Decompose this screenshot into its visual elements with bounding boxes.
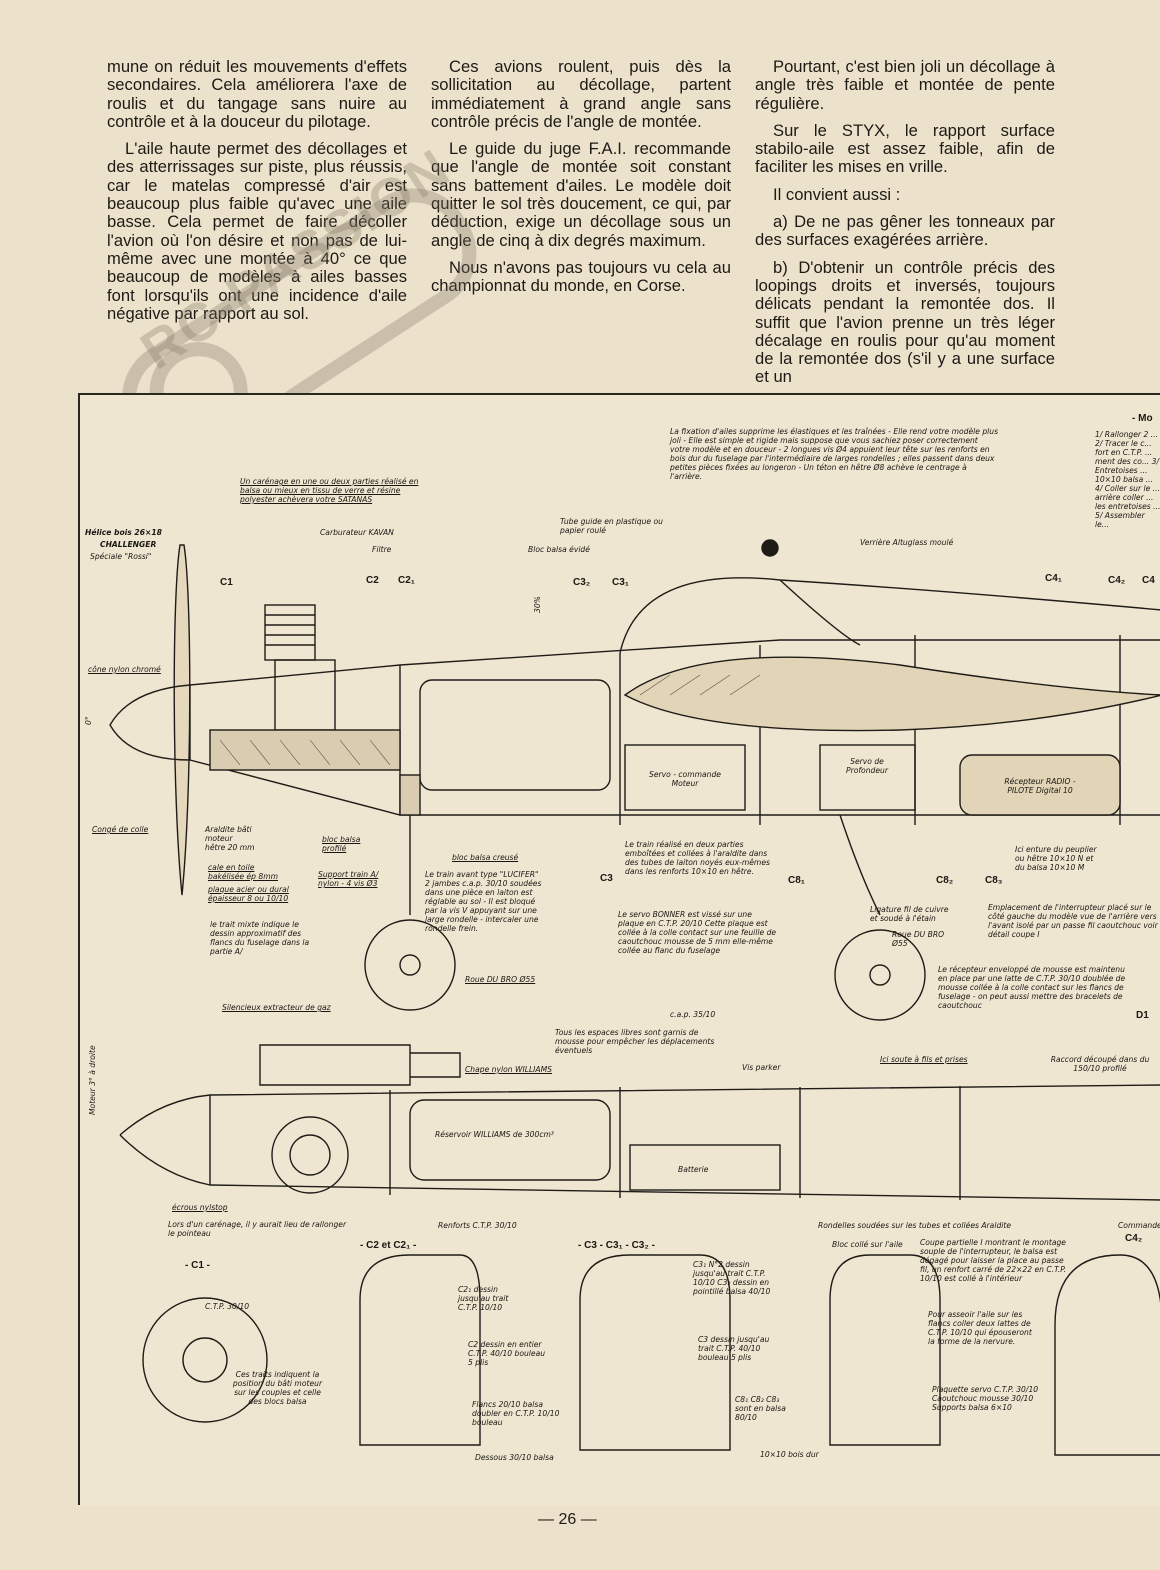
section-d1: D1 xyxy=(1136,1010,1149,1021)
spinner-label: cône nylon chromé xyxy=(88,665,161,674)
washers-label: Rondelles soudées sur les tubes et collé… xyxy=(818,1221,1012,1230)
section-title-c2: - C2 et C2₁ - xyxy=(360,1240,417,1251)
switch-note: Emplacement de l'interrupteur placé sur … xyxy=(988,903,1158,939)
section-c31: C3₁ xyxy=(612,577,629,588)
section-c21: C2₁ xyxy=(398,575,415,586)
gear-support-label: Support train A/ nylon - 4 vis Ø3 xyxy=(318,870,379,888)
article-column-3: Pourtant, c'est bien joli un décollage à… xyxy=(755,57,1055,396)
silencer-label: Silencieux extracteur de gaz xyxy=(222,1003,331,1012)
wing-fixation-note: La fixation d'ailes supprime les élastiq… xyxy=(670,427,999,481)
bottom-note: Dessous 30/10 balsa xyxy=(475,1453,554,1462)
propeller-label: Hélice bois 26×18 xyxy=(85,528,162,537)
tank-label: Réservoir WILLIAMS de 300cm³ xyxy=(435,1130,554,1139)
hardwood-label: 10×10 bois dur xyxy=(760,1450,819,1459)
c2-note: C2 dessin en entier C.T.P. 40/10 bouleau… xyxy=(468,1340,546,1367)
nose-gear-note: Le train avant type "LUCIFER" 2 jambes c… xyxy=(425,870,542,933)
paragraph: Nous n'avons pas toujours vu cela au cha… xyxy=(431,257,731,296)
hollow-block-label: bloc balsa creusé xyxy=(452,853,519,862)
carburetor-label: Carburateur KAVAN xyxy=(320,528,394,537)
filter-label: Filtre xyxy=(372,545,392,554)
wing-seat-note: Pour asseoir l'aile sur les flancs colle… xyxy=(928,1310,1032,1346)
c3-note: C3 dessin jusqu'au trait C.T.P. 40/10 bo… xyxy=(698,1335,770,1362)
glue-fillet-label: Congé de colle xyxy=(92,825,149,834)
section-c82: C8₂ xyxy=(936,875,954,886)
wing-block-label: Bloc collé sur l'aile xyxy=(832,1240,903,1249)
battery-label: Batterie xyxy=(678,1165,709,1174)
propeller-brand: CHALLENGER xyxy=(100,540,157,549)
paragraph: L'aile haute permet des décollages et de… xyxy=(107,139,407,323)
article-column-1: mune on réduit les mouvements d'effets s… xyxy=(107,57,407,332)
balsa-block-label: Bloc balsa évidé xyxy=(528,545,590,554)
propeller-type: Spéciale "Rossi" xyxy=(90,552,152,561)
wiring-bay-label: Ici soute à fils et prises xyxy=(880,1055,968,1064)
servo-plate-note: Plaquette servo C.T.P. 30/10 Caoutchouc … xyxy=(932,1385,1039,1412)
control-label: Commande xyxy=(1118,1221,1160,1230)
elevator-servo-label: Servo de Profondeur xyxy=(846,757,888,775)
mount-position-note: Ces traits indiquent la position du bâti… xyxy=(232,1370,323,1406)
front-wheel-label: Roue DU BRO Ø55 xyxy=(465,975,536,984)
paragraph: mune on réduit les mouvements d'effets s… xyxy=(107,57,407,131)
plan-drawing xyxy=(109,539,1160,1456)
fairing-label: Raccord découpé dans du 150/10 profilé xyxy=(1050,1055,1150,1073)
throttle-servo-label: Servo - commande Moteur xyxy=(649,770,721,788)
section-title-c4: C4₂ xyxy=(1125,1233,1143,1244)
outline-note: le trait mixte indique le dessin approxi… xyxy=(210,920,310,956)
shim-label: cale en toile bakélisée ép 8mm xyxy=(208,863,279,881)
clevis-label: Chape nylon WILLIAMS xyxy=(465,1065,552,1074)
section-c1: C1 xyxy=(220,577,233,588)
section-c81: C8₁ xyxy=(788,875,805,886)
binding-label: Ligature fil de cuivre et soudé à l'étai… xyxy=(870,905,949,923)
piano-wire-label: c.a.p. 35/10 xyxy=(670,1010,716,1019)
section-c2: C2 xyxy=(366,575,379,586)
section-title-c1: - C1 - xyxy=(185,1260,210,1271)
paragraph: Il convient aussi : xyxy=(773,184,901,204)
foam-note: Tous les espaces libres sont garnis de m… xyxy=(555,1028,715,1055)
servo-note: Le servo BONNER est vissé sur une plaque… xyxy=(618,910,777,955)
thrust-line-label: Moteur 3° à droite xyxy=(88,1045,97,1115)
paragraph: Pourtant, c'est bien joli un décollage à… xyxy=(755,57,1055,113)
section-c83: C8₃ xyxy=(985,875,1003,886)
section-c32: C3₂ xyxy=(573,577,591,588)
splice-note: Ici enture du peuplier ou hêtre 10×10 N … xyxy=(1015,845,1097,872)
c8-note: C8₁ C8₂ C8₃ sont en balsa 80/10 xyxy=(735,1395,786,1422)
engine-mount-label: Araldite bâti moteur hêtre 20 mm xyxy=(205,825,255,852)
profiled-block-label: bloc balsa profilé xyxy=(322,835,361,853)
paragraph: b) D'obtenir un contrôle précis des loop… xyxy=(755,257,1055,387)
receiver-note: Le récepteur enveloppé de mousse est mai… xyxy=(938,965,1126,1010)
plate-label: plaque acier ou dural épaisseur 8 ou 10/… xyxy=(208,885,289,903)
receiver-label: Récepteur RADIO - PILOTE Digital 10 xyxy=(1004,777,1076,795)
paragraph: Ces avions roulent, puis dès la sollicit… xyxy=(431,57,731,131)
section-c41: C4₁ xyxy=(1045,573,1062,584)
c1-material-label: C.T.P. 30/10 xyxy=(205,1302,250,1311)
page-number: — 26 — xyxy=(538,1511,597,1528)
c31-note: C3₁ N°2 dessin jusqu'au trait C.T.P. 10/… xyxy=(693,1260,771,1296)
section-c3: C3 xyxy=(600,873,613,884)
sides-note: Flancs 20/10 balsa doubler en C.T.P. 10/… xyxy=(472,1400,560,1427)
reinforcement-label: Renforts C.T.P. 30/10 xyxy=(438,1221,517,1230)
technical-plan: La fixation d'ailes supprime les élastiq… xyxy=(78,393,1160,1505)
section-mo: - Mo xyxy=(1132,413,1153,424)
guide-tube-label: Tube guide en plastique ou papier roulé xyxy=(560,517,663,535)
canopy-label: Verrière Altuglass moulé xyxy=(860,538,954,547)
angle-label: 30% xyxy=(533,596,542,613)
cowling-note: Un carénage en une ou deux parties réali… xyxy=(240,477,419,504)
assembly-notes: 1/ Rallonger 2 ... 2/ Tracer le c... for… xyxy=(1095,430,1160,529)
screw-label: Vis parker xyxy=(742,1063,781,1072)
zero-angle-label: 0° xyxy=(84,716,93,725)
paragraph: Le guide du juge F.A.I. recommande que l… xyxy=(431,139,731,250)
main-wheel-label: Roue DU BRO Ø55 xyxy=(892,930,945,948)
section-c4: C4 xyxy=(1142,575,1155,586)
article-column-2: Ces avions roulent, puis dès la sollicit… xyxy=(431,57,731,305)
paragraph: Sur le STYX, le rapport surface stabilo-… xyxy=(755,120,1055,177)
partial-section-note: Coupe partielle I montrant le montage so… xyxy=(920,1238,1067,1283)
main-gear-note: Le train réalisé en deux parties emboîté… xyxy=(625,840,770,876)
section-title-c3: - C3 - C3₁ - C3₂ - xyxy=(578,1240,655,1251)
section-c42: C4₂ xyxy=(1108,575,1126,586)
paragraph: a) De ne pas gêner les tonneaux par des … xyxy=(755,212,1055,250)
c21-note: C2₁ dessin jusqu'au trait C.T.P. 10/10 xyxy=(458,1285,509,1312)
needle-note: Lors d'un carénage, il y aurait lieu de … xyxy=(168,1220,347,1238)
locknut-label: écrous nylstop xyxy=(172,1203,228,1212)
